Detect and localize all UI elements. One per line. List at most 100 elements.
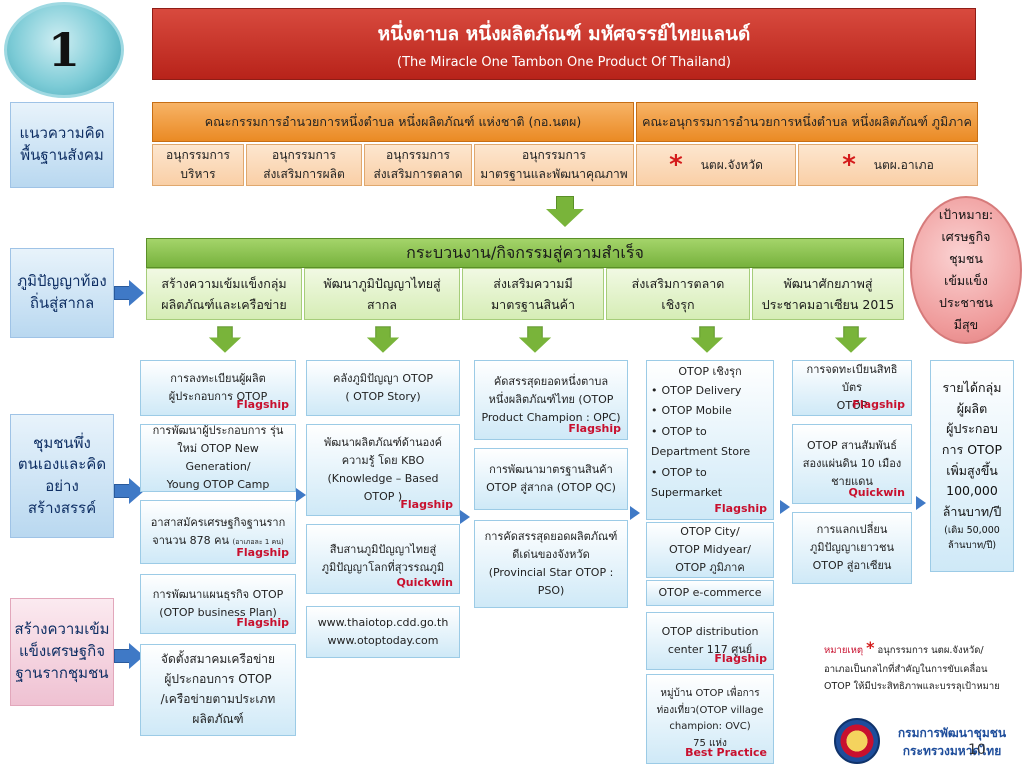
detail-line: ดีเด่นของจังหวัด [512, 547, 590, 561]
flagship-tag: Flagship [400, 497, 453, 511]
goal-ellipse: เป้าหมาย: เศรษฐกิจ ชุมชน เข้มแข็ง ประชาช… [910, 196, 1022, 344]
best-practice-tag: Best Practice [685, 745, 767, 759]
process-step-asean: พัฒนาศักยภาพสู่ ประชาคมอาเซียน 2015 [752, 268, 904, 320]
detail-line: /เครือข่ายตามประเภท [160, 692, 276, 706]
flagship-tag: Flagship [852, 397, 905, 411]
step-line: ประชาคมอาเซียน 2015 [761, 297, 895, 312]
note-line: อาเภอเป็นกลไกที่สำคัญในการขับเคลื่อน [824, 664, 988, 675]
process-step-wisdom: พัฒนาภูมิปัญญาไทยสู่ สากล [304, 268, 460, 320]
department-line: กระทรวงมหาดไทย [902, 744, 1002, 758]
proactive-item: OTOP to Department Store [651, 422, 769, 463]
title-banner: หนึ่งตาบล หนึ่งผลิตภัณฑ์ มหัศจรรย์ไทยแลน… [152, 8, 976, 80]
process-step-standards: ส่งเสริมความมี มาตรฐานสินค้า [462, 268, 604, 320]
detail-line: OTOP [836, 399, 868, 413]
result-line: 100,000 [946, 483, 998, 499]
detail-distribution-center: OTOP distribution center 117 ศูนย์ Flags… [646, 612, 774, 670]
asterisk-icon: * [866, 638, 875, 657]
arrow-down-icon [690, 326, 724, 353]
subcommittee-line: อนุกรรมการ [166, 148, 230, 163]
subcommittee-line: ส่งเสริมการผลิต [263, 167, 345, 181]
step-line: พัฒนาศักยภาพสู่ [783, 275, 873, 291]
detail-line: OTOP ) [363, 490, 403, 504]
concept-label: ภูมิปัญญาท้องถิ่นสู่สากล [17, 272, 107, 312]
detail-suvarnabhumi: สืบสานภูมิปัญญาไทยสู่ ภูมิปัญญาโลกที่สุว… [306, 524, 460, 594]
result-income-box: รายได้กลุ่ม ผู้ผลิต ผู้ประกอบ การ OTOP เ… [930, 360, 1014, 572]
concept-label: แนวความคิดพื้นฐานสังคม [19, 124, 105, 164]
detail-line: การพัฒนามาตรฐานสินค้า [489, 462, 613, 476]
detail-line: 75 แห่ง [693, 737, 727, 749]
detail-line: ผลิตภัณฑ์ [192, 711, 244, 726]
arrow-right-icon [114, 280, 144, 306]
committee-label: คณะอนุกรรมการอำนวยการหนึ่งตำบล หนึ่งผลิต… [642, 114, 972, 129]
subcommittee-marketing: อนุกรรมการ ส่งเสริมการตลาด [364, 144, 472, 186]
detail-line: Young OTOP Camp [166, 478, 270, 492]
detail-line: champion: OVC) [669, 721, 751, 732]
detail-ecommerce: OTOP e-commerce [646, 580, 774, 606]
department-logo-icon [834, 718, 880, 764]
detail-line: (OTOP business Plan) [159, 606, 277, 619]
detail-line: OTOP e-commerce [658, 585, 762, 599]
concept-social-foundation: แนวความคิดพื้นฐานสังคม [10, 102, 114, 188]
committee-label: คณะกรรมการอำนวยการหนึ่งตำบล หนึ่งผลิตภัณ… [204, 114, 582, 129]
result-line: รายได้กลุ่ม [942, 380, 1002, 396]
detail-line: OTOP distribution [661, 624, 759, 638]
detail-line: การแลกเปลี่ยน [816, 522, 888, 536]
arrow-right-icon [780, 500, 790, 514]
asterisk-icon: * [669, 150, 683, 180]
result-note: (เดิม 50,000 [944, 524, 1000, 536]
arrow-right-icon [916, 496, 926, 510]
department-name: กรมการพัฒนาชุมชน กระทรวงมหาดไทย [884, 724, 1020, 760]
quickwin-tag: Quickwin [396, 575, 453, 589]
step-line: ส่งเสริมความมี [493, 275, 573, 291]
goal-line: ชุมชน [949, 251, 983, 267]
detail-line: OTOP City/ [680, 524, 740, 538]
arrow-right-icon [630, 506, 640, 520]
flagship-tag: Flagship [236, 545, 289, 559]
goal-line: เป้าหมาย: [938, 207, 994, 223]
website-link[interactable]: www.otoptoday.com [327, 634, 439, 647]
detail-patent: การจดทะเบียนสิทธิบัตร OTOP Flagship [792, 360, 912, 416]
detail-line: ภูมิปัญญาเยาวชน [810, 540, 894, 554]
goal-line: เศรษฐกิจ [941, 229, 991, 245]
proactive-item: OTOP to Supermarket [651, 463, 769, 504]
concept-self-reliance: ชุมชนพึ่งตนเองและคิดอย่างสร้างสรรค์ [10, 414, 114, 538]
result-line: ล้านบาท/ปี [942, 503, 1002, 519]
goal-line: มีสุข [953, 316, 979, 332]
detail-line: (Provincial Star OTOP : PSO) [488, 566, 614, 598]
arrow-down-icon [518, 326, 552, 353]
department-line: กรมการพัฒนาชุมชน [897, 726, 1007, 740]
detail-line: OTOP ภูมิภาค [675, 561, 745, 575]
subcommittee-line: อนุกรรมการ [386, 148, 450, 163]
subcommittee-line: ส่งเสริมการตลาด [373, 167, 463, 181]
title-subtitle: (The Miracle One Tambon One Product Of T… [397, 54, 731, 70]
step-line: เชิงรุก [661, 297, 695, 312]
concept-local-wisdom: ภูมิปัญญาท้องถิ่นสู่สากล [10, 248, 114, 338]
process-step-strengthen: สร้างความเข้มแข็งกลุ่ม ผลิตภัณฑ์และเครือ… [146, 268, 302, 320]
arrow-right-icon [296, 488, 306, 502]
arrow-right-icon [460, 510, 470, 524]
process-title: กระบวนงาน/กิจกรรมสู่ความสำเร็จ [406, 242, 644, 262]
process-header: กระบวนงาน/กิจกรรมสู่ความสำเร็จ [146, 238, 904, 268]
detail-title: OTOP เชิงรุก [678, 365, 742, 378]
flagship-tag: Flagship [568, 421, 621, 435]
website-link[interactable]: www.thaiotop.cdd.go.th [317, 615, 449, 629]
detail-line: ชายแดน [831, 475, 873, 489]
section-number-badge: 1 [4, 2, 124, 98]
goal-line: เข้มแข็ง [944, 273, 988, 288]
detail-producer-registration: การลงทะเบียนผู้ผลิต ผู้ประกอบการ OTOP Fl… [140, 360, 296, 416]
detail-line: การพัฒนาผู้ประกอบการ รุ่น [152, 423, 284, 437]
detail-line: OTOP สานสัมพันธ์ [806, 438, 898, 452]
detail-ovc: หมู่บ้าน OTOP เพื่อการ ท่องเที่ยว(OTOP v… [646, 674, 774, 764]
detail-kbo: พัฒนาผลิตภัณฑ์ด้านองค์ ความรู้ โดย KBO (… [306, 424, 460, 516]
detail-line: คลังภูมิปัญญา OTOP [332, 371, 434, 385]
detail-line: อาสาสมัครเศรษฐกิจฐานราก [150, 515, 286, 529]
flagship-tag: Flagship [714, 651, 767, 665]
detail-line: พัฒนาผลิตภัณฑ์ด้านองค์ [324, 435, 442, 449]
result-line: ผู้ประกอบ [946, 421, 998, 437]
detail-volunteers: อาสาสมัครเศรษฐกิจฐานราก จานวน 878 คน (อา… [140, 500, 296, 564]
goal-line: ประชาชน [939, 294, 993, 310]
step-line: ผลิตภัณฑ์และเครือข่าย [161, 297, 287, 312]
subcommittee-standards: อนุกรรมการ มาตรฐานและพัฒนาคุณภาพ [474, 144, 634, 186]
arrow-down-icon [208, 326, 242, 353]
detail-line: ผู้ประกอบการ OTOP [164, 672, 272, 687]
